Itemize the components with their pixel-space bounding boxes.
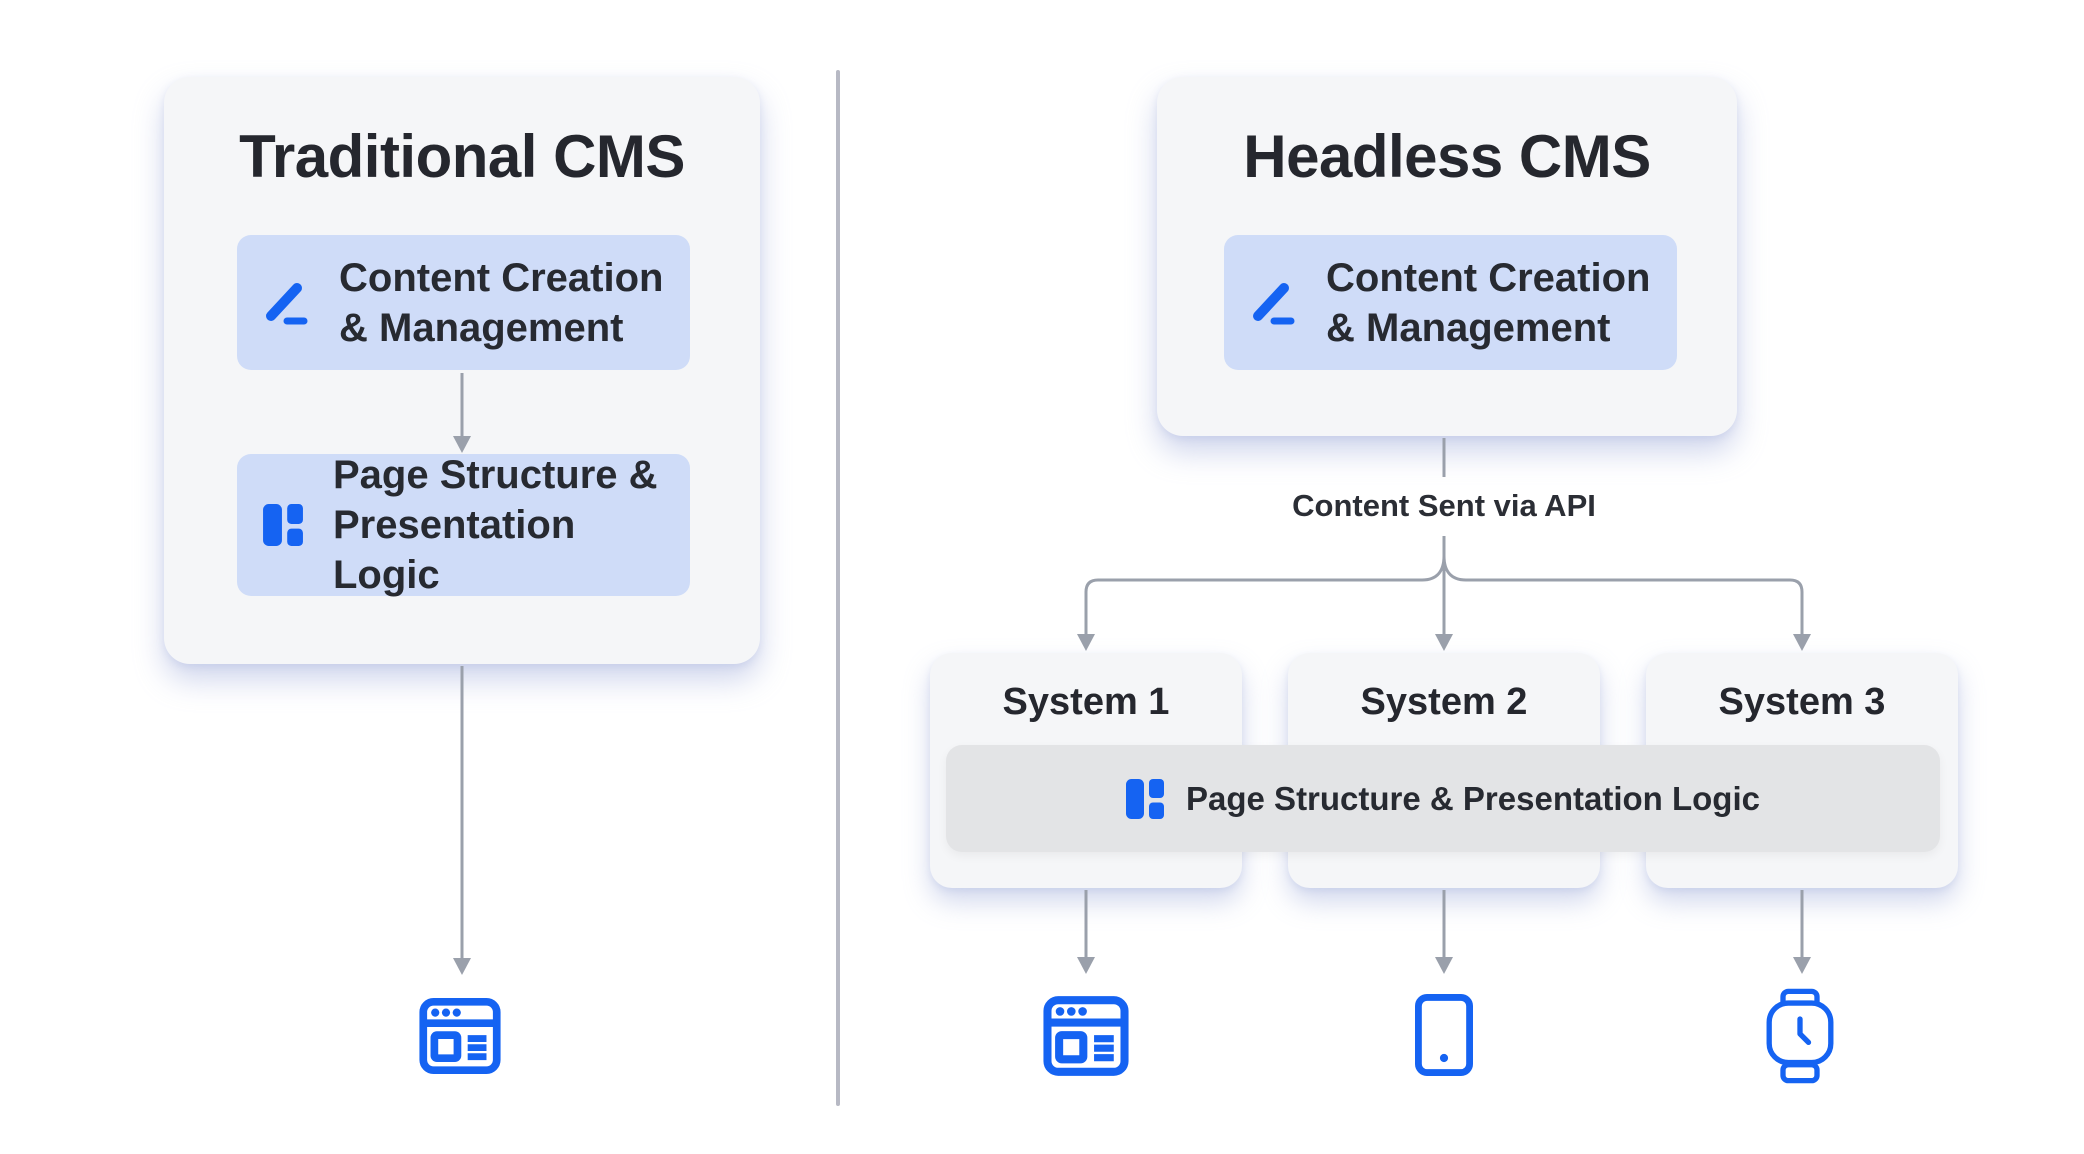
system-1-label: System 1 — [1002, 681, 1170, 723]
system-2-label: System 2 — [1360, 681, 1528, 723]
tablet-icon — [1415, 994, 1473, 1076]
arrowhead — [1793, 957, 1811, 974]
layout-icon — [1126, 778, 1165, 819]
browser-icon — [419, 995, 501, 1077]
arrowhead — [1077, 957, 1095, 974]
system-3-label: System 3 — [1718, 681, 1886, 723]
arrowhead — [1435, 634, 1453, 651]
shared-page-structure-bar: Page Structure & Presentation Logic — [946, 745, 1940, 852]
pen-icon — [1250, 280, 1296, 326]
shared-bar-label: Page Structure & Presentation Logic — [1186, 779, 1760, 817]
arrowhead — [1793, 634, 1811, 651]
branch-to-system1 — [1084, 555, 1446, 634]
page-structure-label: Page Structure & Presentation Logic — [333, 453, 658, 597]
watch-icon — [1766, 988, 1834, 1084]
content-creation-box-headless: Content Creation & Management — [1224, 235, 1677, 370]
content-creation-label: Content Creation & Management — [339, 255, 664, 350]
content-sent-via-api-label: Content Sent via API — [1292, 488, 1596, 523]
layout-icon — [263, 504, 303, 546]
arrowhead — [453, 958, 471, 975]
pen-icon — [263, 280, 309, 326]
page-structure-box-traditional: Page Structure & Presentation Logic — [237, 453, 690, 597]
content-creation-label: Content Creation & Management — [1326, 255, 1651, 350]
arrowhead — [1435, 957, 1453, 974]
headless-cms-title: Headless CMS — [1243, 123, 1651, 190]
branch-to-system3 — [1442, 555, 1804, 634]
traditional-cms-title: Traditional CMS — [239, 123, 685, 190]
divider-line — [836, 70, 840, 1106]
browser-icon — [1043, 993, 1129, 1079]
arrowhead — [1077, 634, 1095, 651]
content-creation-box-traditional: Content Creation & Management — [237, 235, 690, 370]
